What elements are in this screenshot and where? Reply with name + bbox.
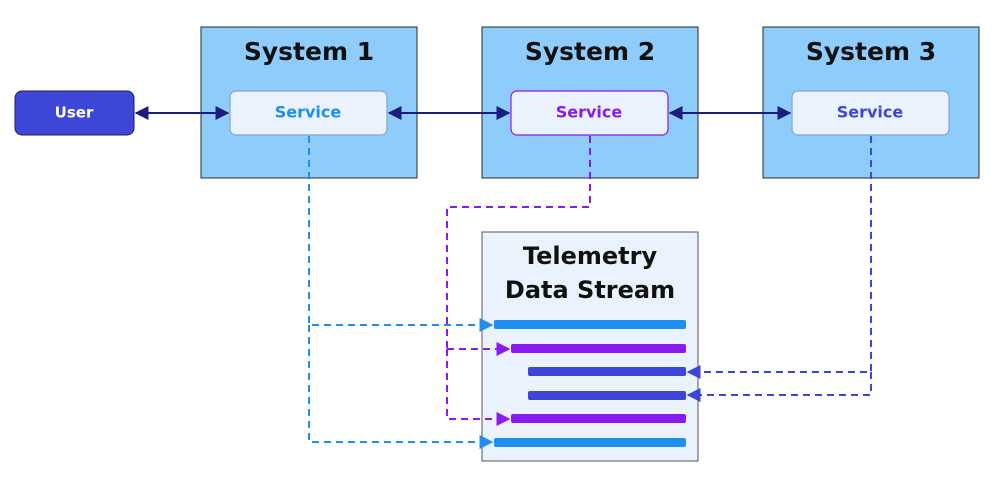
system-3-title: System 3: [806, 37, 936, 66]
service-1-box: [229, 90, 388, 136]
telemetry-title-line1: Telemetry: [523, 242, 658, 270]
service1-telemetry-link: [308, 325, 494, 449]
stream-record-service3: [528, 367, 686, 376]
telemetry-title-line2: Data Stream: [505, 276, 675, 304]
service3-telemetry-link: [686, 372, 872, 402]
service-3-label: Service: [837, 103, 904, 122]
service3-telemetry-link: [686, 136, 872, 379]
service-2-box: [510, 90, 669, 136]
service-1: Service: [229, 90, 388, 136]
service-1-label: Service: [275, 103, 342, 122]
user-box: [14, 90, 135, 136]
stream-record-service2: [511, 414, 686, 423]
user-node: User: [14, 90, 135, 136]
service2-telemetry-link: [446, 349, 511, 426]
user-label: User: [55, 104, 94, 122]
service-3: Service: [791, 90, 950, 136]
stream-record-service2: [511, 344, 686, 353]
service1-telemetry-link: [308, 136, 494, 332]
stream-record-service1: [494, 438, 686, 447]
system-1-title: System 1: [244, 37, 374, 66]
service-2: Service: [510, 90, 669, 136]
stream-record-service1: [494, 320, 686, 329]
service-2-label: Service: [556, 103, 623, 122]
service-3-box: [791, 90, 950, 136]
stream-record-service3: [528, 391, 686, 400]
system-2-title: System 2: [525, 37, 655, 66]
telemetry-links: [308, 136, 872, 449]
telemetry-data-stream: Telemetry Data Stream: [481, 231, 699, 462]
